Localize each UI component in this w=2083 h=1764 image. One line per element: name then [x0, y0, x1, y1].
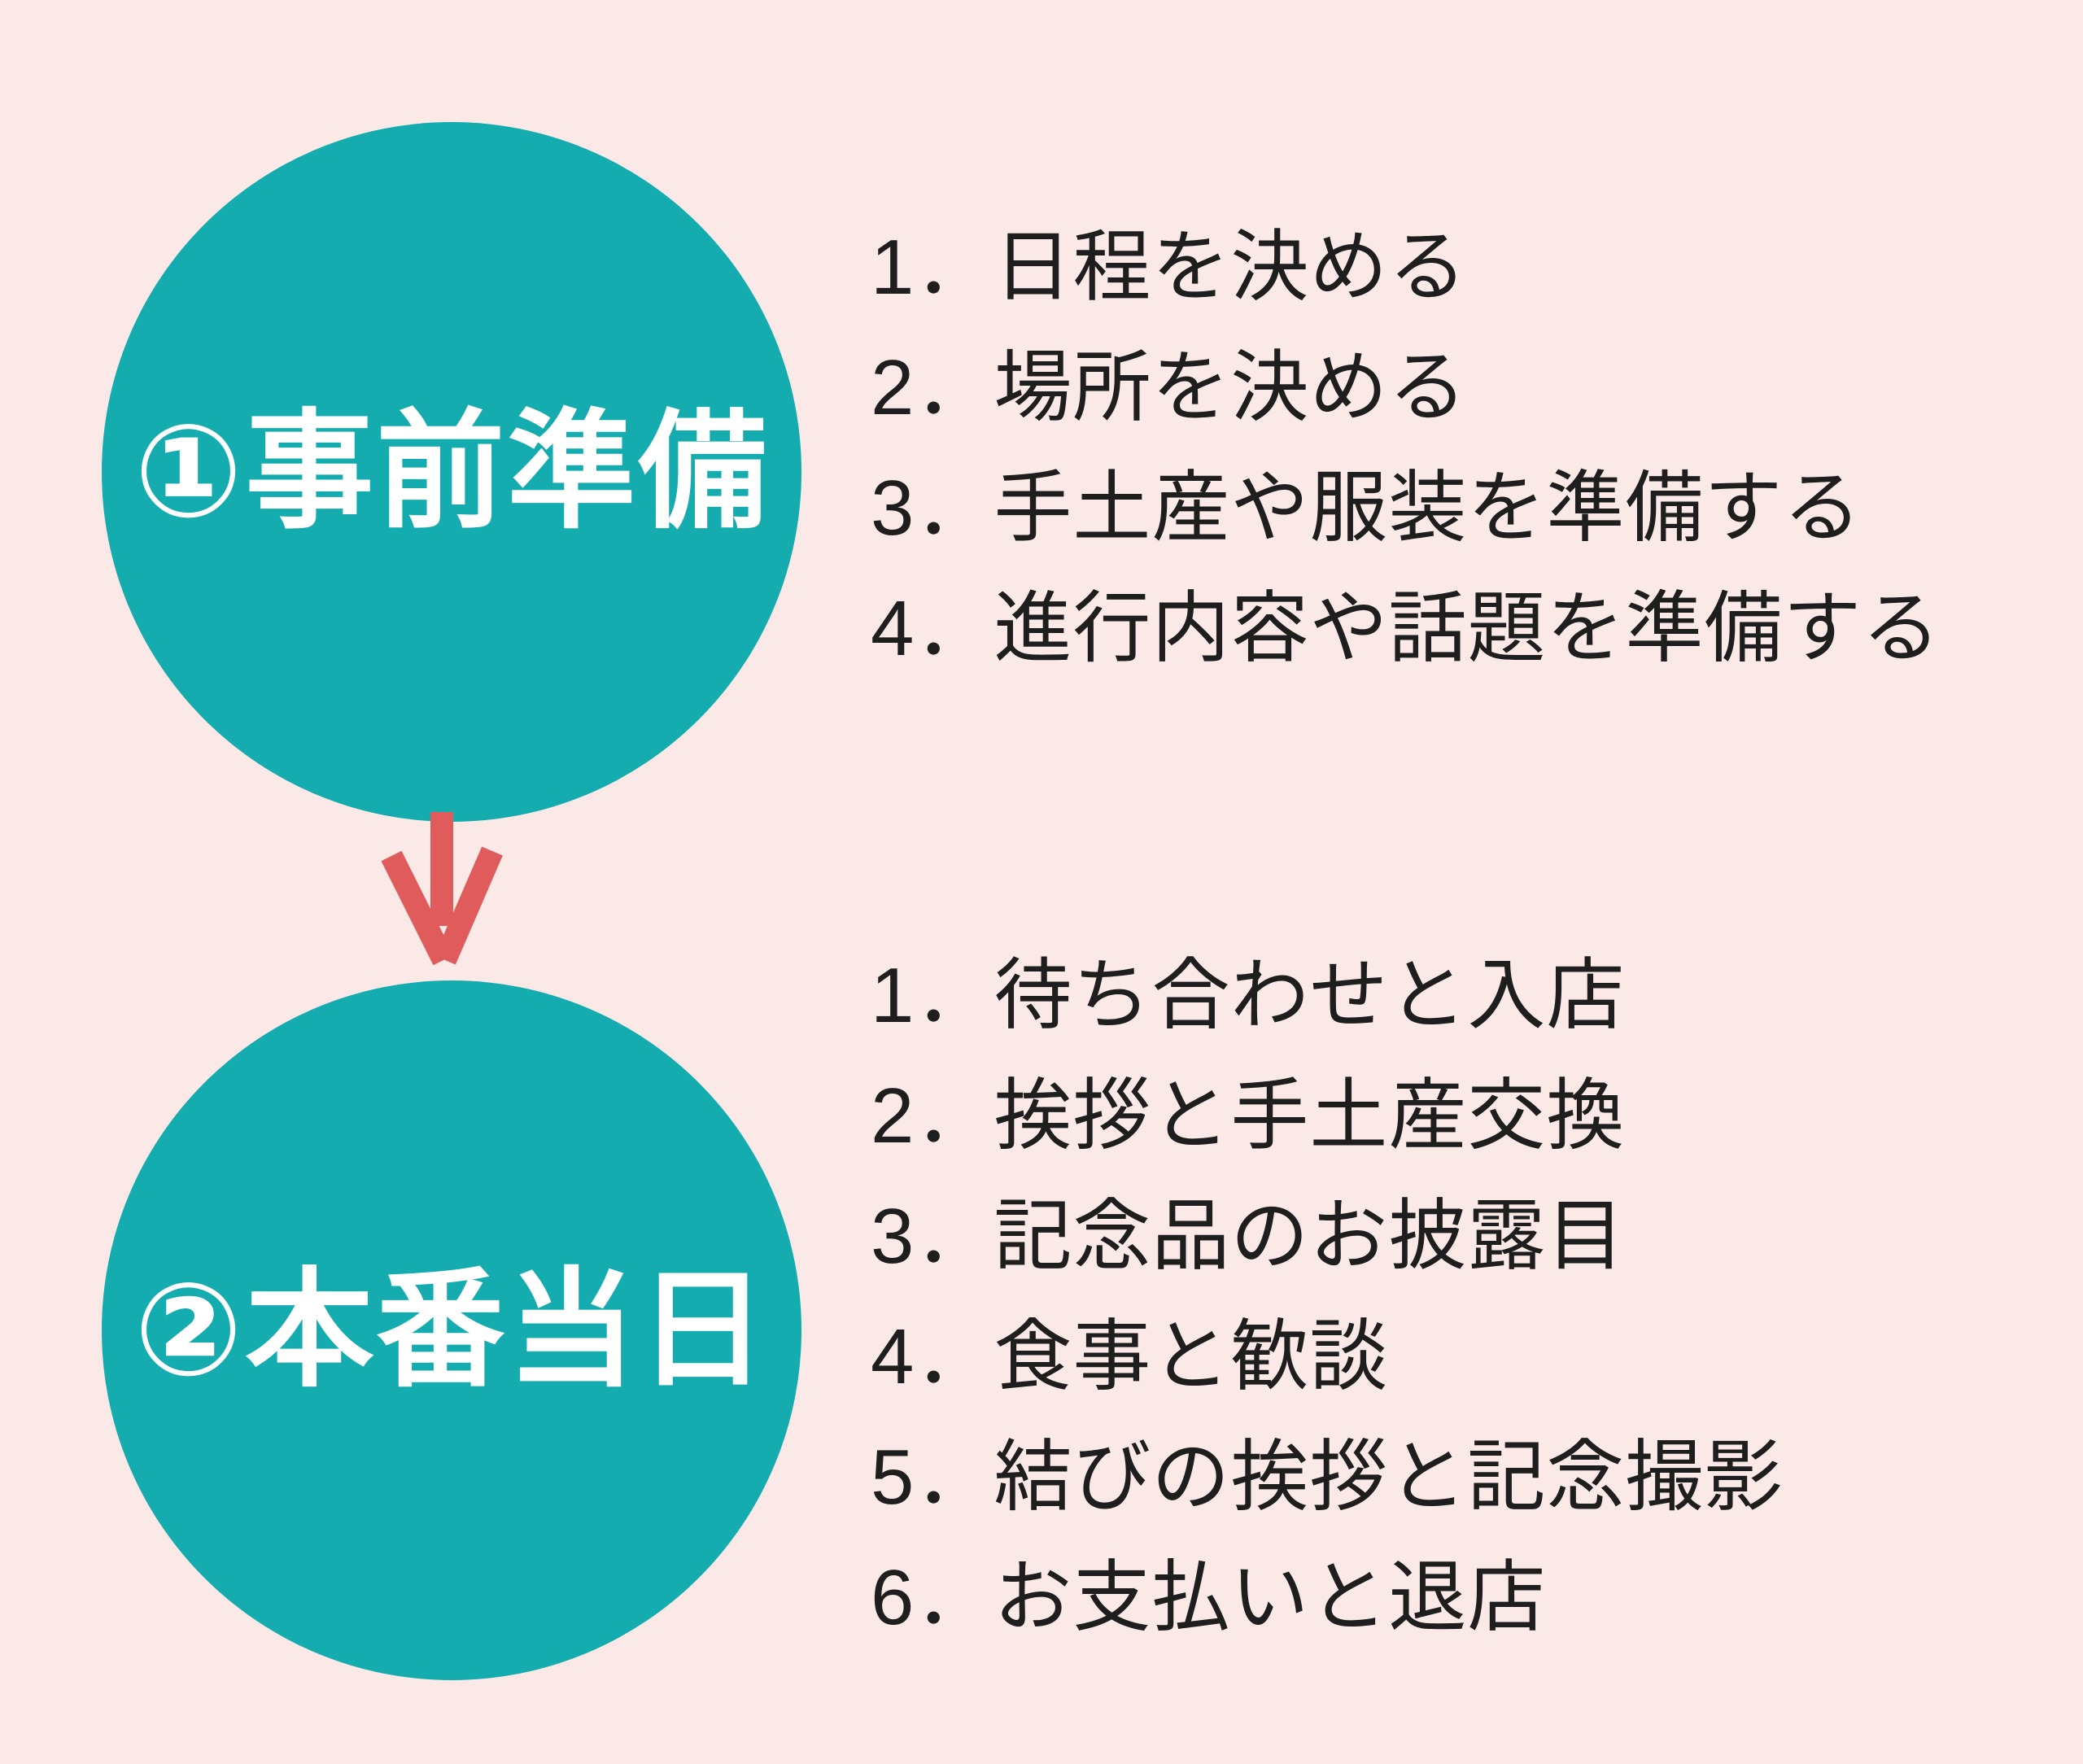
step2-circle-label: ②本番当日: [133, 1259, 770, 1402]
step1-item-3: 3．手土産や服装を準備する: [871, 465, 1862, 552]
step2-item-5: 5．結びの挨拶と記念撮影: [871, 1434, 1784, 1521]
step1-circle: ①事前準備: [102, 122, 801, 822]
step1-item-1: 1．日程を決める: [871, 224, 1468, 311]
step2-item-4: 4．食事と歓談: [871, 1313, 1389, 1400]
step1-item-4: 4．進行内容や話題を準備する: [871, 585, 1941, 672]
step1-item-list: 1．日程を決める 2．場所を決める 3．手土産や服装を準備する 4．進行内容や話…: [871, 207, 1941, 689]
step2-circle: ②本番当日: [102, 980, 801, 1680]
step2-item-3: 3．記念品のお披露目: [871, 1193, 1626, 1280]
step2-item-6: 6．お支払いと退店: [871, 1554, 1547, 1641]
step2-item-1: 1．待ち合わせと入店: [871, 952, 1626, 1039]
step2-item-list: 1．待ち合わせと入店 2．挨拶と手土産交換 3．記念品のお披露目 4．食事と歓談…: [871, 936, 1783, 1658]
down-arrow-icon: [381, 812, 503, 966]
step2-item-2: 2．挨拶と手土産交換: [871, 1072, 1626, 1159]
step1-item-2: 2．場所を決める: [871, 344, 1468, 431]
step1-circle-label: ①事前準備: [133, 400, 770, 544]
